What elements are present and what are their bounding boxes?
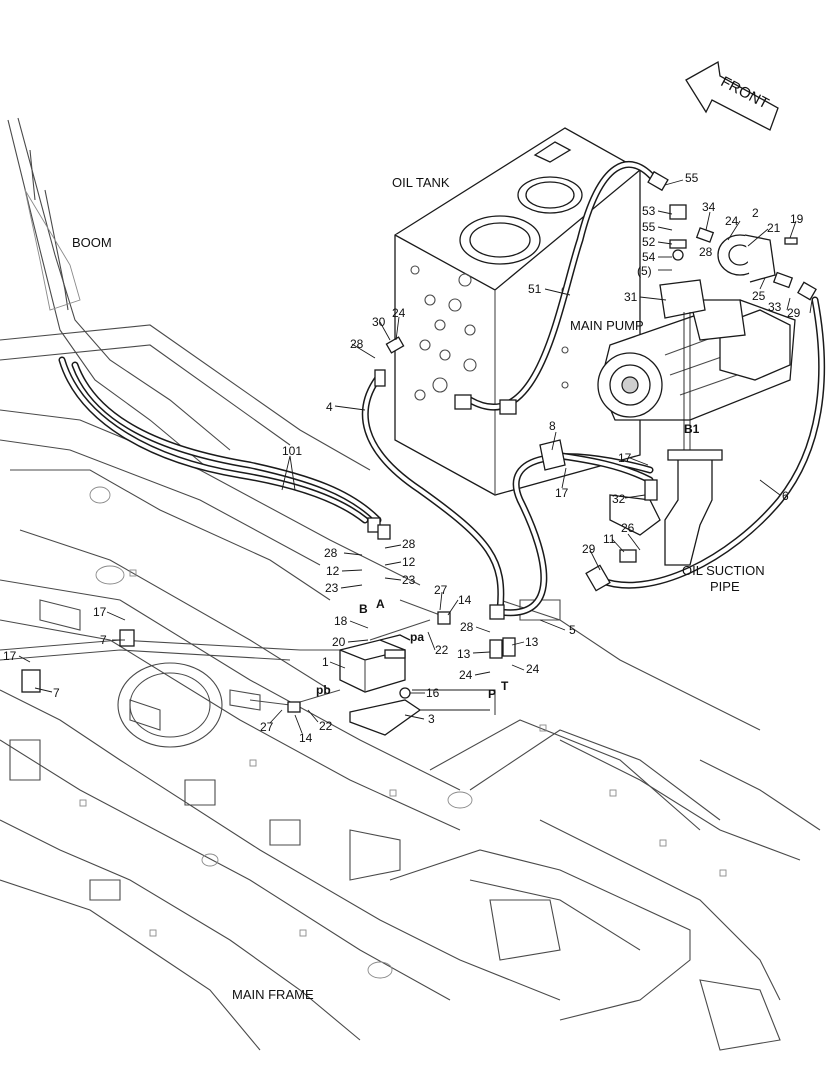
callout-20: 20 [332,635,346,649]
callout-28-right: 28 [402,537,416,551]
fittings [21,170,817,713]
callout-26: 26 [621,521,635,535]
main-frame-structure [0,117,821,1051]
callout-30: 30 [372,315,386,329]
callout-27-top: 27 [434,583,448,597]
callout-14-bottom: 14 [299,731,313,745]
callout-14-top: 14 [458,593,472,607]
callout-11: 11 [603,532,616,546]
callout-2: 2 [752,206,759,220]
gear-pump [717,234,776,283]
callout-28-pump: 28 [699,245,713,259]
port-labels: A B P T pa pb B1 [316,422,700,701]
front-arrow-icon: FRONT [685,60,779,131]
callout-28-valve: 28 [460,620,474,634]
callout-28-tank: 28 [350,337,364,351]
callout-6: 6 [782,489,789,503]
port-p: P [488,687,496,701]
callout-22-top: 22 [435,643,449,657]
oil-suction-pipe [609,449,723,566]
callout-23-right: 23 [402,573,416,587]
control-valve [339,634,411,693]
callout-5: 5 [569,623,576,637]
bracket-plate [349,699,422,736]
callout-12-right: 12 [402,555,416,569]
oil-suction-label: OIL SUCTION [682,563,765,578]
callout-55-top: 55 [685,171,699,185]
main-pump-label: MAIN PUMP [570,318,644,333]
callout-17-pipe: 17 [618,451,632,465]
callout-5-paren: (5) [637,264,652,278]
oil-tank-label: OIL TANK [392,175,450,190]
callout-51: 51 [528,282,542,296]
callout-numbers: 55 53 34 24 2 19 55 21 52 28 54 (5) 51 2… [3,171,804,745]
callout-7-upper: 7 [100,633,107,647]
callout-7-lower: 7 [53,686,60,700]
section-titles: OIL TANK BOOM MAIN PUMP OIL SUCTION PIPE… [72,175,765,1002]
callout-27-bottom: 27 [260,720,274,734]
callout-13-right: 13 [525,635,539,649]
callout-16: 16 [426,686,440,700]
callout-28-left: 28 [324,546,338,560]
port-t: T [501,679,509,693]
callout-53: 53 [642,204,656,218]
port-pb: pb [316,683,331,697]
boom-label: BOOM [72,235,112,250]
callout-12-left: 12 [326,564,340,578]
callout-52: 52 [642,235,656,249]
callout-1: 1 [322,655,329,669]
callout-29-pump: 29 [787,306,801,320]
callout-19: 19 [790,212,804,226]
callout-55-mid: 55 [642,220,656,234]
callout-21: 21 [767,221,781,235]
callout-25: 25 [752,289,766,303]
callout-32: 32 [612,492,626,506]
callout-17-clamp: 17 [555,486,569,500]
callout-13-left: 13 [457,647,471,661]
callout-24-left: 24 [459,668,473,682]
port-pa: pa [410,630,424,644]
callout-leaders [18,179,813,734]
callout-54: 54 [642,250,656,264]
callout-33: 33 [768,300,782,314]
callout-29-pipe: 29 [582,542,596,556]
callout-22-bottom: 22 [319,719,333,733]
callout-34: 34 [702,200,716,214]
callout-17-lower: 17 [3,649,17,663]
main-frame-label: MAIN FRAME [232,987,314,1002]
callout-17-upper: 17 [93,605,107,619]
port-b1: B1 [684,422,700,436]
callout-23-left: 23 [325,581,339,595]
callout-24-right: 24 [526,662,540,676]
hoses [0,161,826,715]
callout-18: 18 [334,614,348,628]
callout-101: 101 [282,444,302,458]
callout-24-pump: 24 [725,214,739,228]
callout-24-tank: 24 [392,306,406,320]
main-pump [597,279,796,421]
port-a: A [376,597,385,611]
port-b: B [359,602,368,616]
callout-31: 31 [624,290,638,304]
callout-3: 3 [428,712,435,726]
callout-4: 4 [326,400,333,414]
callout-8: 8 [549,419,556,433]
oil-suction-pipe-label: PIPE [710,579,740,594]
